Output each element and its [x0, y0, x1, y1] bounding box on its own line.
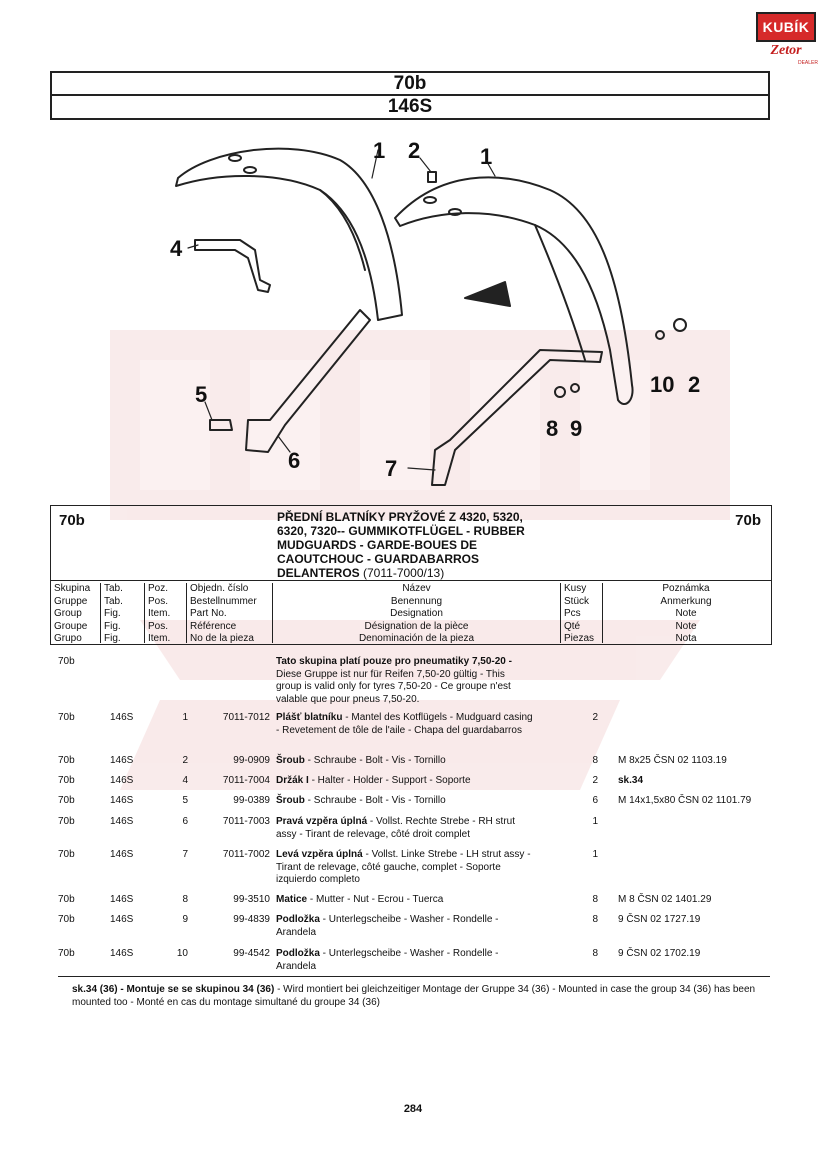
logo-kubik-text: KUBÍK [756, 12, 816, 42]
col-tab: Tab.Tab.Fig.Fig.Fig. [101, 583, 145, 644]
group-code-right: 70b [735, 512, 761, 529]
bracket-holder [194, 239, 271, 293]
callout-8: 8 [546, 416, 558, 441]
callout-6: 6 [288, 448, 300, 473]
strut-left [431, 349, 603, 486]
group-title: PŘEDNÍ BLATNÍKY PRYŽOVÉ Z 4320, 5320, 63… [277, 510, 525, 580]
footnote: sk.34 (36) - Montuje se se skupinou 34 (… [72, 984, 756, 1008]
callout-2b: 2 [688, 372, 700, 397]
nut-8 [554, 386, 566, 398]
washer-a [655, 330, 665, 340]
callout-10: 10 [650, 372, 674, 397]
callout-4: 4 [170, 236, 183, 261]
group-code-left: 70b [59, 512, 85, 529]
header-figure-box: 146S [50, 94, 770, 120]
callout-1b: 1 [480, 144, 492, 169]
logo-zetor-text: Zetor [770, 43, 802, 58]
col-pos: Poz.Pos.Item.Pos.Item. [145, 583, 187, 644]
callout-7: 7 [385, 456, 397, 481]
callout-2a: 2 [408, 138, 420, 163]
exploded-diagram: 1 2 1 4 5 6 7 8 9 10 2 [170, 138, 700, 486]
left-fender [175, 147, 403, 321]
header-group-box: 70b [50, 71, 770, 96]
callout-9: 9 [570, 416, 582, 441]
callout-5: 5 [195, 382, 207, 407]
footnote-divider [58, 976, 770, 978]
bolt-top [427, 171, 437, 183]
group-title-block: 70b 70b PŘEDNÍ BLATNÍKY PRYŽOVÉ Z 4320, … [50, 505, 772, 645]
page-number: 284 [403, 1103, 423, 1115]
bolt-head [673, 318, 687, 332]
bolt-side [209, 419, 233, 431]
logo-dealer-text: DEALER [797, 60, 818, 66]
washer-9 [570, 383, 580, 393]
callout-1a: 1 [373, 138, 385, 163]
kubik-zetor-logo: KUBÍK Zetor DEALER [756, 12, 818, 70]
strut-right [245, 309, 371, 453]
right-fender [394, 176, 634, 405]
